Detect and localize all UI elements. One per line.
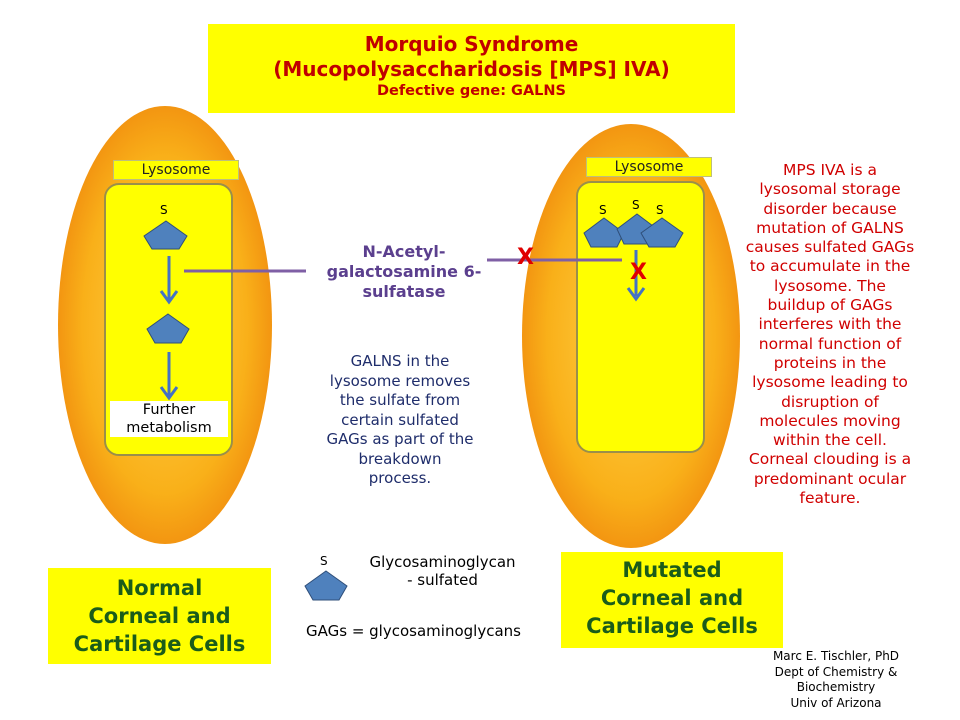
galns-desc-line: GALNS in the (350, 352, 450, 370)
mps-desc-line: Corneal clouding is a (748, 450, 912, 469)
legend-description: Glycosaminoglycan - sulfated (350, 553, 535, 589)
mutated-caption-line: Corneal and (600, 586, 744, 610)
mutated-s-label-1: S (599, 203, 607, 217)
mps-desc-line: disruption of (781, 392, 879, 411)
normal-caption-line: Corneal and (88, 604, 231, 628)
galns-desc-line: process. (368, 469, 432, 487)
mps-desc-line: to accumulate in the (749, 257, 911, 276)
credit-line: Marc E. Tischler, PhD (772, 649, 900, 663)
mutated-pentagon-3 (640, 217, 684, 248)
title-subtitle: (Mucopolysaccharidosis [MPS] IVA) (273, 57, 670, 81)
mps-desc-line: proteins in the (773, 353, 887, 372)
credit-line: Univ of Arizona (790, 695, 882, 710)
mps-desc-line: interferes with the (758, 315, 902, 334)
title-main: Morquio Syndrome (364, 32, 579, 56)
mps-desc-line: MPS IVA is a (782, 161, 877, 179)
author-credit: Marc E. Tischler, PhD Dept of Chemistry … (752, 649, 920, 711)
enzyme-line-3: sulfatase (362, 282, 446, 301)
mutated-s-label-3: S (656, 203, 664, 217)
galns-description: GALNS in the lysosome removes the sulfat… (305, 352, 495, 489)
normal-caption-line: Cartilage Cells (73, 632, 246, 656)
x-mark-enzyme: X (517, 245, 534, 270)
normal-cells-caption: Normal Corneal and Cartilage Cells (48, 568, 271, 664)
mps-desc-line: disorder because (763, 199, 897, 218)
title-box: Morquio Syndrome (Mucopolysaccharidosis … (208, 24, 735, 113)
mutated-cells-caption: Mutated Corneal and Cartilage Cells (561, 552, 783, 648)
mps-description: MPS IVA is a lysosomal storage disorder … (730, 161, 930, 508)
mutated-arrowhead (626, 287, 646, 302)
credit-line: Dept of Chemistry & (774, 664, 898, 679)
mps-desc-line: molecules moving (759, 411, 901, 430)
galns-desc-line: GAGs as part of the (326, 430, 474, 448)
galns-desc-line: certain sulfated (341, 410, 459, 429)
further-line-2: metabolism (126, 420, 212, 436)
normal-s-label: S (160, 203, 168, 217)
mps-desc-line: mutation of GALNS (756, 218, 904, 237)
mps-desc-line: buildup of GAGs (767, 296, 893, 315)
normal-arrowhead-1 (159, 290, 179, 305)
enzyme-label: N-Acetyl- galactosamine 6- sulfatase (306, 242, 502, 302)
normal-sulfated-gag-pentagon (143, 220, 188, 250)
enzyme-line-1: N-Acetyl- (362, 242, 446, 261)
legend-pentagon (304, 570, 348, 601)
further-line-1: Further (142, 402, 196, 418)
normal-desulfated-pentagon (146, 313, 190, 344)
mps-desc-line: lysosome leading to (752, 373, 908, 392)
x-mark-pathway: X (630, 260, 647, 285)
mutated-caption-line: Mutated (622, 558, 722, 582)
title-gene: Defective gene: GALNS (376, 83, 566, 99)
further-metabolism-box: Further metabolism (110, 401, 228, 437)
galns-desc-line: breakdown (358, 449, 442, 468)
mps-desc-line: within the cell. (773, 431, 887, 450)
galns-desc-line: lysosome removes (329, 371, 471, 390)
mps-desc-line: causes sulfated GAGs (745, 238, 915, 257)
mutated-s-label-2: S (632, 198, 640, 212)
normal-caption-line: Normal (116, 576, 203, 600)
legend-s-label: S (320, 554, 328, 568)
normal-lysosome-label: Lysosome (113, 160, 239, 180)
normal-arrowhead-2 (159, 386, 179, 401)
legend-gags-definition: GAGs = glycosaminoglycans (306, 622, 521, 640)
mps-desc-line: normal function of (758, 334, 902, 353)
mps-desc-line: lysosomal storage (759, 180, 901, 199)
mps-desc-line: feature. (799, 489, 861, 508)
mps-desc-line: predominant ocular (753, 469, 907, 488)
mps-desc-line: lysosome. The (774, 276, 886, 295)
galns-desc-line: the sulfate from (339, 391, 461, 409)
legend-line-1: Glycosaminoglycan (369, 553, 516, 571)
legend-line-2: - sulfated (407, 571, 478, 589)
mutated-lysosome-label: Lysosome (586, 157, 712, 177)
mutated-caption-line: Cartilage Cells (586, 614, 758, 638)
credit-line: Biochemistry (796, 680, 876, 694)
mutated-lysosome (576, 181, 705, 453)
enzyme-line-2: galactosamine 6- (326, 262, 482, 281)
